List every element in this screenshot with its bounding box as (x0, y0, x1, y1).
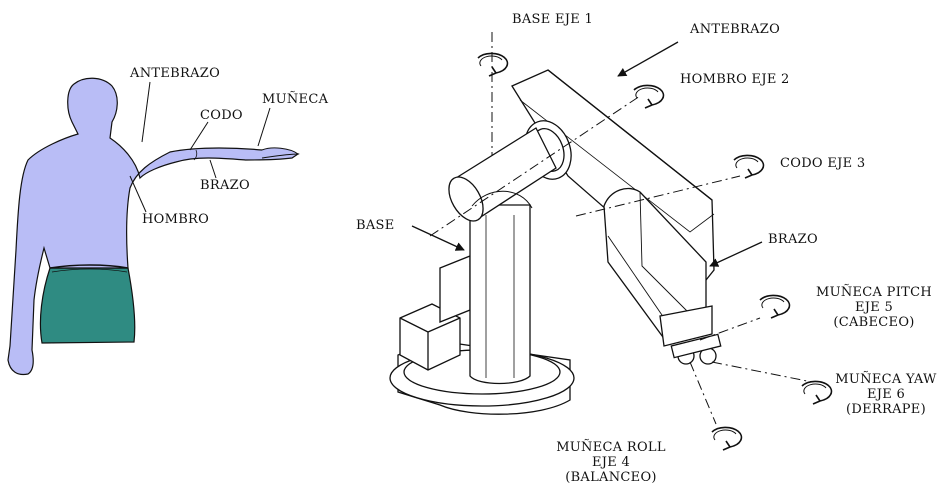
label-base: BASE (356, 218, 395, 233)
label-base-eje1: BASE EJE 1 (512, 12, 594, 27)
label-pitch-line3: (CABECEO) (833, 315, 915, 330)
label-pitch-line1: MUÑECA PITCH (815, 285, 933, 300)
label-hombro-eje2: HOMBRO EJE 2 (680, 72, 790, 87)
label-roll-line2: EJE 4 (591, 455, 631, 470)
label-pitch: MUÑECA PITCH EJE 5 (CABECEO) (804, 285, 944, 330)
robot-arm (389, 32, 813, 425)
rotation-arrow-icon (477, 52, 509, 77)
label-human-hombro: HOMBRO (142, 212, 210, 227)
rotation-arrow-icon (633, 84, 665, 109)
label-pitch-line2: EJE 5 (854, 300, 894, 315)
label-yaw-line3: (DERRAPE) (846, 402, 926, 417)
rotation-arrow-icon (801, 380, 833, 405)
label-human-antebrazo: ANTEBRAZO (130, 66, 221, 81)
label-roll-line1: MUÑECA ROLL (556, 440, 666, 455)
label-yaw-line1: MUÑECA YAW (835, 372, 937, 387)
rotation-arrow-icon (733, 154, 765, 179)
label-human-codo: CODO (200, 108, 243, 123)
label-human-brazo: BRAZO (200, 178, 250, 193)
human-figure (7, 77, 300, 376)
label-codo-eje3: CODO EJE 3 (780, 156, 866, 171)
label-robot-antebrazo: ANTEBRAZO (690, 22, 781, 37)
human-body (7, 77, 300, 376)
label-human-muneca: MUÑECA (262, 92, 329, 107)
label-yaw-line2: EJE 6 (866, 387, 906, 402)
human-shorts (39, 267, 136, 344)
label-roll: MUÑECA ROLL EJE 4 (BALANCEO) (548, 440, 674, 485)
rotation-arrow-icon (759, 294, 791, 319)
label-roll-line3: (BALANCEO) (565, 470, 657, 485)
rotation-arrow-icon (711, 426, 743, 451)
label-robot-brazo: BRAZO (768, 232, 818, 247)
label-yaw: MUÑECA YAW EJE 6 (DERRAPE) (830, 372, 942, 417)
